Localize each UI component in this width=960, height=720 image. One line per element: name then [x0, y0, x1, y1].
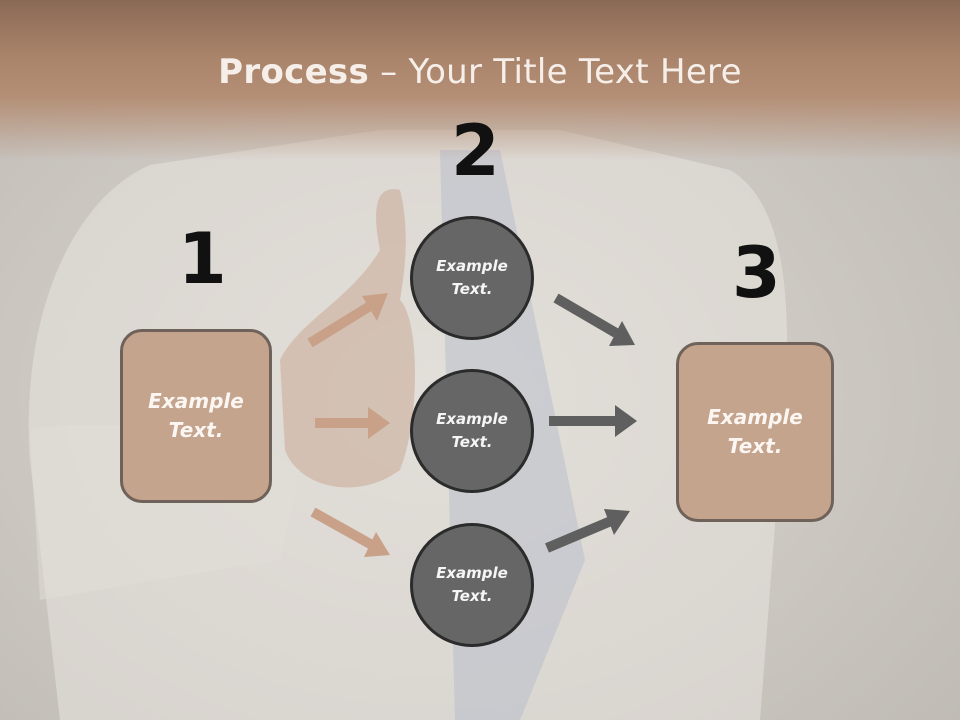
arrow-left-up [307, 293, 388, 348]
step-number-2: 2 [451, 110, 500, 192]
step-1-box: Example Text. [120, 329, 272, 503]
circle-top-text: Example Text. [436, 257, 508, 298]
step-2-circle-top: Example Text. [410, 216, 534, 340]
step-2-circle-middle: Example Text. [410, 369, 534, 493]
circle-middle-text: Example Text. [436, 410, 508, 451]
step-number-3: 3 [732, 232, 781, 314]
step-3-text: Example Text. [707, 405, 803, 458]
arrow-left-down [310, 507, 390, 557]
arrow-right-middle [549, 405, 637, 437]
arrow-left-middle [315, 407, 390, 439]
page-title: Process – Your Title Text Here [0, 52, 960, 92]
title-rest: – Your Title Text Here [369, 52, 742, 92]
title-bold: Process [218, 52, 370, 92]
arrow-right-down [553, 293, 635, 346]
arrow-right-up [545, 509, 630, 553]
step-1-text: Example Text. [148, 389, 244, 442]
title-band [0, 0, 960, 160]
circle-bottom-text: Example Text. [436, 564, 508, 605]
step-number-1: 1 [178, 218, 227, 300]
step-3-box: Example Text. [676, 342, 834, 522]
step-2-circle-bottom: Example Text. [410, 523, 534, 647]
